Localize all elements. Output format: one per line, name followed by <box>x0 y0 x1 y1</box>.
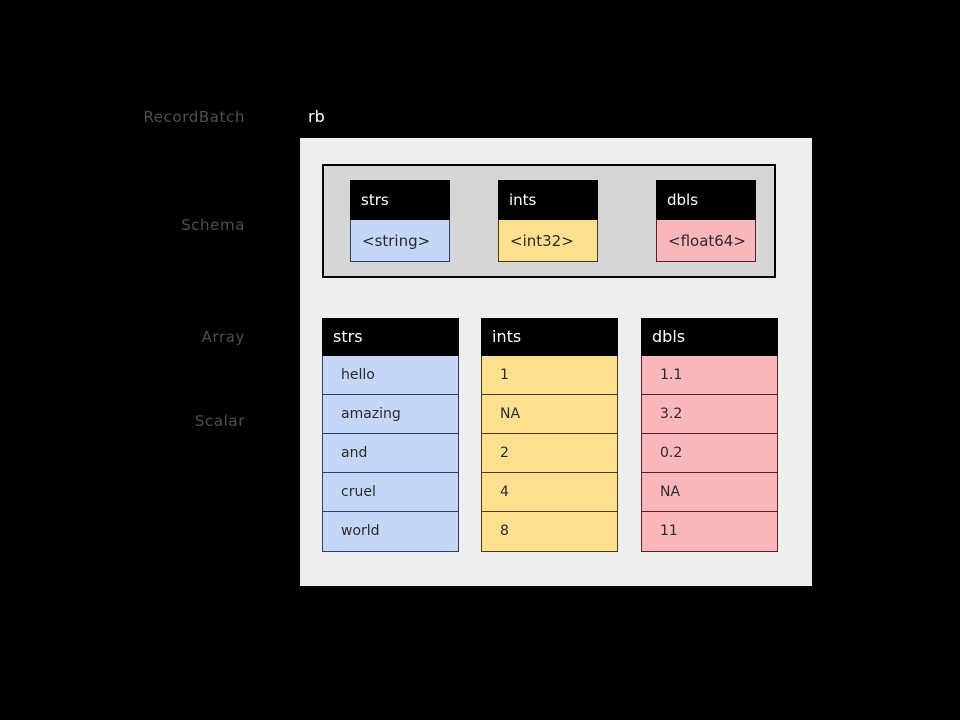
array-cell: world <box>323 512 458 551</box>
recordbatch-panel: strs <string> ints <int32> dbls <float64… <box>300 138 812 586</box>
array-cell: NA <box>482 395 617 434</box>
schema-field-name: dbls <box>656 180 756 220</box>
schema-field-type: <string> <box>350 220 450 262</box>
array-cell: cruel <box>323 473 458 512</box>
array-column-header: dbls <box>641 318 778 356</box>
array-cell: 0.2 <box>642 434 777 473</box>
array-cell: 1.1 <box>642 356 777 395</box>
array-cell: 3.2 <box>642 395 777 434</box>
array-column-cells: 1 NA 2 4 8 <box>481 356 618 552</box>
schema-field-type: <float64> <box>656 220 756 262</box>
label-schema: Schema <box>181 216 245 234</box>
array-column-header: ints <box>481 318 618 356</box>
array-cell: 11 <box>642 512 777 551</box>
array-column-cells: 1.1 3.2 0.2 NA 11 <box>641 356 778 552</box>
array-column-ints: ints 1 NA 2 4 8 <box>481 318 618 552</box>
schema-field-name: ints <box>498 180 598 220</box>
schema-field-name: strs <box>350 180 450 220</box>
array-cell: and <box>323 434 458 473</box>
array-cell: NA <box>642 473 777 512</box>
schema-field-strs: strs <string> <box>350 180 450 262</box>
array-column-header: strs <box>322 318 459 356</box>
schema-field-dbls: dbls <float64> <box>656 180 756 262</box>
array-cell: 2 <box>482 434 617 473</box>
recordbatch-variable-name: rb <box>308 107 325 126</box>
label-array: Array <box>201 328 245 346</box>
array-cell: 8 <box>482 512 617 551</box>
array-cell: hello <box>323 356 458 395</box>
array-column-dbls: dbls 1.1 3.2 0.2 NA 11 <box>641 318 778 552</box>
label-recordbatch: RecordBatch <box>143 108 245 126</box>
array-cell: 4 <box>482 473 617 512</box>
array-column-cells: hello amazing and cruel world <box>322 356 459 552</box>
array-cell: 1 <box>482 356 617 395</box>
schema-box: strs <string> ints <int32> dbls <float64… <box>322 164 776 278</box>
label-scalar: Scalar <box>194 412 245 430</box>
schema-field-type: <int32> <box>498 220 598 262</box>
array-cell: amazing <box>323 395 458 434</box>
schema-field-ints: ints <int32> <box>498 180 598 262</box>
array-column-strs: strs hello amazing and cruel world <box>322 318 459 552</box>
